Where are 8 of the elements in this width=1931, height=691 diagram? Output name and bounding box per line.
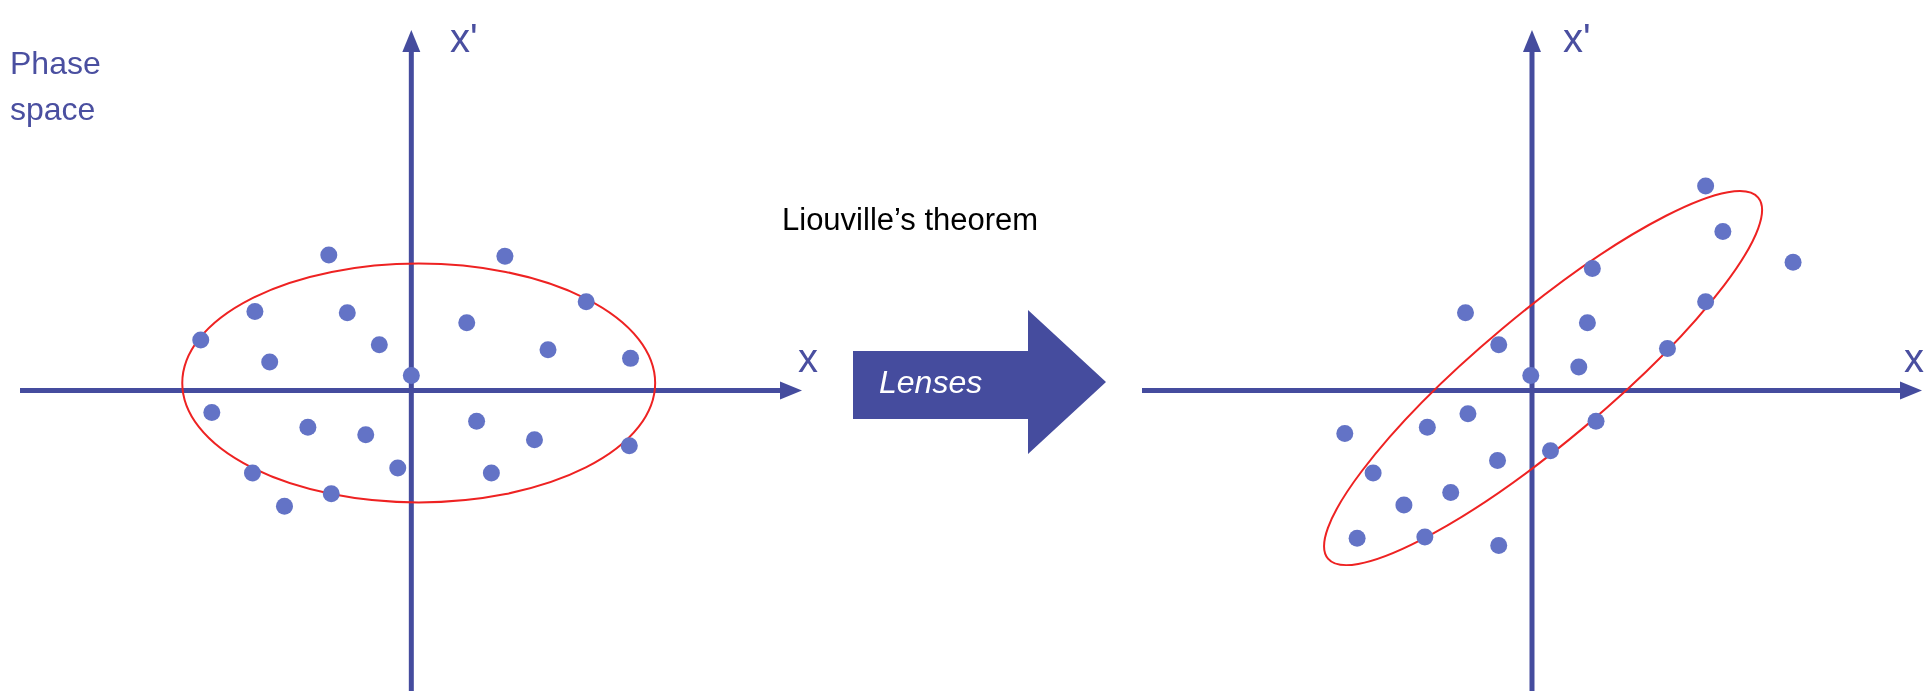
axis-label: x — [798, 338, 818, 378]
axis-label: x' — [450, 18, 478, 58]
axis-label: x' — [1563, 18, 1591, 58]
arrow-label: Lenses — [879, 366, 983, 398]
block-arrow — [853, 310, 1106, 454]
axis-label: x — [1904, 338, 1924, 378]
annotation-text: Liouville’s theorem — [782, 204, 1039, 235]
annotation-text: Phase space — [10, 44, 102, 129]
